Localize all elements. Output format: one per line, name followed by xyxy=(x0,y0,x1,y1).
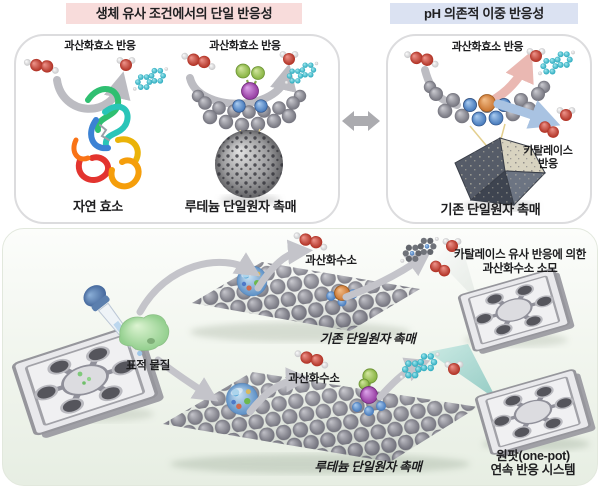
blob-dimple xyxy=(147,338,155,344)
flow-arrow xyxy=(246,367,312,416)
flow-arrow xyxy=(154,356,219,402)
nitrogen-atom xyxy=(376,401,386,411)
graphene-bowl xyxy=(191,89,307,133)
flow-arrow xyxy=(376,357,431,401)
nitrogen-atom xyxy=(488,110,504,126)
ru-sac-sheet-caption: 루테늄 단일원자 촉매 xyxy=(314,460,422,474)
onepot-system-label: 연속 반응 시스템 xyxy=(490,463,576,477)
nanocrystal-polyhedron xyxy=(454,137,547,206)
water-molecule-icon xyxy=(556,107,576,121)
ligand-atom xyxy=(235,63,251,79)
signal-beam xyxy=(430,246,478,302)
onepot-system-label: 원팟(one-pot) xyxy=(496,449,570,463)
nitrogen-atom xyxy=(352,402,362,412)
peroxidase-reaction-label: 과산화효소 반응 xyxy=(451,41,524,53)
double-arrow-icon xyxy=(342,111,380,131)
existing-sac-sheet-caption: 기존 단일원자 촉매 xyxy=(319,332,416,346)
flow-arrow xyxy=(254,239,314,292)
catalase-arrow xyxy=(493,99,561,129)
ruthenium-atom xyxy=(360,386,378,404)
target-substance-label: 표적 물질 xyxy=(125,360,170,372)
existing-sac-illustration xyxy=(403,45,576,211)
ru-sac-caption: 루테늄 단일원자 촉매 xyxy=(184,199,297,214)
metal-atom xyxy=(478,94,496,112)
peroxidase-reaction-label: 과산화효소 반응 xyxy=(64,40,136,52)
flow-arrow xyxy=(136,252,261,316)
h2o2-label: 과산화수소 xyxy=(288,373,340,385)
h2o2-consumption-label: 카탈레이스 유사 반응에 의한 xyxy=(453,249,587,261)
existing-sac-caption: 기존 단일원자 촉매 xyxy=(440,202,541,217)
tmb-molecule-icon xyxy=(132,67,169,91)
h2o2-label: 과산화수소 xyxy=(305,255,357,267)
ru-sac-illustration xyxy=(180,47,319,205)
header-single-reactivity: 생체 유사 조건에서의 단일 반응성 xyxy=(66,3,302,24)
h2o2-consumption-label: 과산화수소 소모 xyxy=(482,263,558,275)
graphene-sheet-existing xyxy=(192,262,420,331)
signal-beam-teal xyxy=(428,344,497,400)
catalase-reaction-label: 카탈레이스 xyxy=(523,145,573,157)
nitrogen-atom xyxy=(326,291,336,301)
catalase-reaction-label: 반응 xyxy=(538,158,558,170)
h2o2-molecule-icon xyxy=(23,51,60,82)
h2o2-molecule-icon xyxy=(294,346,329,373)
natural-enzyme-caption: 자연 효소 xyxy=(73,199,123,214)
water-molecule-icon xyxy=(116,57,136,71)
ligand-atom xyxy=(251,66,265,80)
ruthenium-atom xyxy=(241,82,259,100)
peroxidase-reaction-label: 과산화효소 반응 xyxy=(209,40,281,52)
sample-droplets xyxy=(77,371,92,385)
nitrogen-atom xyxy=(254,99,268,113)
water-molecule-icon xyxy=(279,51,299,65)
nitrogen-atom xyxy=(471,111,487,127)
natural-enzyme-illustration xyxy=(23,51,169,190)
nitrogen-atom xyxy=(232,99,246,113)
nitrogen-atom xyxy=(463,98,477,112)
header-dual-reactivity: pH 의존적 이중 반응성 xyxy=(390,3,578,24)
nitrogen-atom xyxy=(364,406,374,416)
target-substance-blob xyxy=(119,314,170,351)
graphene-sheet-ru xyxy=(163,368,478,462)
protein-ribbon xyxy=(71,86,142,190)
